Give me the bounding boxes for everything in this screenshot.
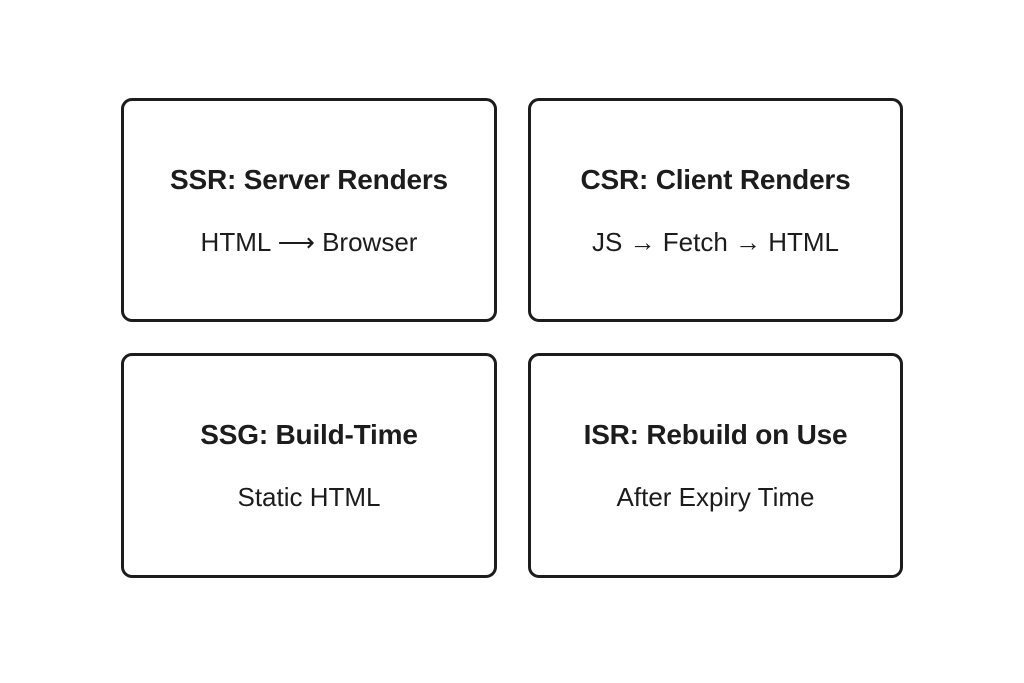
card-csr-subtitle: JS → Fetch → HTML — [591, 226, 840, 257]
card-isr: ISR: Rebuild on Use After Expiry Time — [528, 353, 903, 578]
card-ssg-subtitle: Static HTML — [237, 482, 381, 512]
card-ssr-title: SSR: Server Renders — [170, 163, 448, 195]
card-ssr: SSR: Server Renders HTML ⟶ Browser — [121, 98, 497, 322]
card-csr: CSR: Client Renders JS → Fetch → HTML — [528, 98, 903, 322]
card-ssg: SSG: Build-Time Static HTML — [121, 353, 497, 578]
card-isr-title: ISR: Rebuild on Use — [583, 419, 848, 450]
card-ssg-title: SSG: Build-Time — [200, 419, 418, 450]
card-csr-title: CSR: Client Renders — [580, 163, 851, 195]
card-ssr-subtitle: HTML ⟶ Browser — [200, 226, 418, 257]
card-isr-subtitle: After Expiry Time — [616, 482, 815, 512]
